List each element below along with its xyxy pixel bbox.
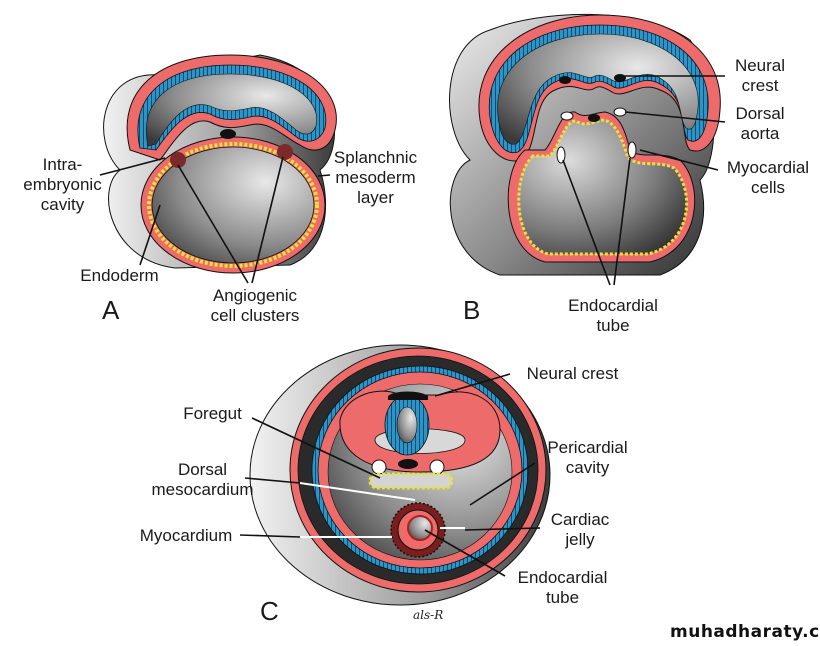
panel-c-endocardial-tube bbox=[407, 515, 433, 541]
panel-c-embryo bbox=[239, 344, 551, 606]
panel-c-dorsal-aorta-right bbox=[429, 459, 445, 475]
label-splanchnic-mesoderm-layer: Splanchnic mesoderm layer bbox=[333, 148, 418, 207]
panel-a-angiogenic-cluster-right bbox=[277, 144, 293, 160]
label-dorsal-aorta: Dorsal aorta bbox=[735, 104, 785, 143]
panel-c-dorsal-aorta-left bbox=[371, 459, 387, 475]
label-cardiac-jelly: Cardiac jelly bbox=[550, 510, 610, 549]
panel-a-angiogenic-cluster-left bbox=[170, 152, 186, 168]
panel-b-dorsal-aorta-right bbox=[613, 107, 627, 117]
label-endocardial-tube-c: Endocardial tube bbox=[517, 568, 608, 607]
panel-b-endocardial-right bbox=[627, 141, 637, 159]
label-endoderm: Endoderm bbox=[80, 266, 159, 285]
panel-b-embryo bbox=[449, 13, 726, 286]
panel-letter-c: C bbox=[260, 596, 279, 626]
panel-letter-a: A bbox=[102, 295, 120, 325]
watermark: muhadharaty.com bbox=[670, 622, 820, 642]
panel-a-embryo bbox=[99, 54, 337, 284]
panel-c-notochord bbox=[398, 459, 418, 469]
label-myocardial-cells: Myocardial cells bbox=[726, 158, 810, 197]
label-neural-crest-c: Neural crest bbox=[526, 364, 619, 383]
panel-c-neural-crest bbox=[388, 391, 428, 400]
label-neural-crest-b: Neural crest bbox=[734, 56, 786, 95]
panel-c-foregut bbox=[368, 472, 454, 490]
artist-signature: als-R bbox=[413, 608, 444, 622]
label-angiogenic-cell-clusters: Angiogenic cell clusters bbox=[210, 286, 300, 325]
panel-b-dorsal-aorta-left bbox=[560, 111, 574, 121]
label-foregut: Foregut bbox=[183, 404, 242, 423]
label-endocardial-tube-b: Endocardial tube bbox=[568, 296, 658, 335]
label-intra-embryonic-cavity: Intra- embryonic cavity bbox=[23, 155, 102, 214]
panel-b-notochord bbox=[588, 114, 600, 122]
label-myocardium: Myocardium bbox=[139, 526, 233, 545]
panel-b-neural-crest-left bbox=[559, 76, 571, 84]
panel-b-endocardial-left bbox=[556, 146, 566, 164]
panel-a-endoderm-layer bbox=[147, 142, 319, 268]
panel-letter-b: B bbox=[463, 295, 481, 325]
label-pericardial-cavity: Pericardial cavity bbox=[547, 438, 628, 477]
panel-a-notochord bbox=[220, 129, 236, 139]
label-dorsal-mesocardium: Dorsal mesocardium bbox=[151, 460, 254, 499]
panel-b-neural-crest-right bbox=[614, 74, 626, 82]
